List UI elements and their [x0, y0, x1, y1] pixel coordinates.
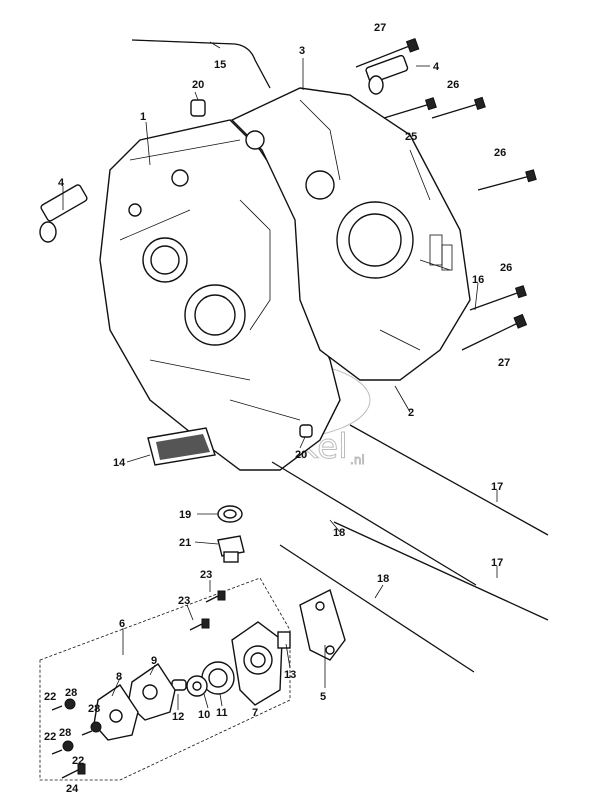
callout-26-low: 26: [500, 262, 512, 274]
callout-20-upper: 20: [192, 79, 204, 91]
dowel-pin-lower: [299, 424, 313, 438]
callout-2: 2: [408, 407, 414, 419]
callout-10: 10: [198, 709, 210, 721]
collar-left: [39, 184, 88, 243]
callout-14: 14: [113, 457, 126, 469]
callout-7: 7: [252, 707, 258, 719]
callout-26-top: 26: [447, 79, 459, 91]
callout-labels: 1 2 3 4 4 5 6 7 8 9 10 11 12 13 14 15 16…: [44, 22, 512, 795]
callout-26-mid: 26: [494, 147, 506, 159]
callout-22-top: 22: [44, 691, 56, 703]
callout-6: 6: [119, 618, 125, 630]
callout-18-upper: 18: [333, 527, 345, 539]
callout-17-lower: 17: [491, 557, 503, 569]
callout-3: 3: [299, 45, 305, 57]
right-crankcase-half: [230, 87, 471, 381]
oil-strainer-screen: [147, 427, 216, 466]
small-screws: [51, 590, 226, 779]
callout-23-lower: 23: [178, 595, 190, 607]
callout-24: 24: [66, 783, 79, 795]
callout-22-mid: 22: [44, 731, 56, 743]
dowel-pin-upper: [190, 99, 206, 117]
callout-25: 25: [405, 131, 417, 143]
callout-27-low: 27: [498, 357, 510, 369]
callout-28-top: 28: [65, 687, 77, 699]
sealing-washer: [217, 505, 243, 523]
left-crankcase-half: [99, 119, 341, 471]
inner-rotor: [186, 675, 208, 697]
callout-17-upper: 17: [491, 481, 503, 493]
watermark-suffix: .nl: [350, 453, 365, 467]
callout-18-lower: 18: [377, 573, 389, 585]
callout-9: 9: [151, 655, 157, 667]
collar-right: [365, 54, 409, 95]
callout-23-upper: 23: [200, 569, 212, 581]
callout-28-right: 28: [88, 703, 100, 715]
callout-15: 15: [214, 59, 226, 71]
studs: [271, 424, 549, 673]
outer-rotor: [201, 661, 235, 695]
drain-plug: [217, 535, 245, 563]
callout-21: 21: [179, 537, 191, 549]
callout-28-mid: 28: [59, 727, 71, 739]
callout-4-right: 4: [433, 61, 440, 73]
callout-19: 19: [179, 509, 191, 521]
callout-5: 5: [320, 691, 326, 703]
callout-16: 16: [472, 274, 484, 286]
callout-12: 12: [172, 711, 184, 723]
oil-pump-body: [231, 621, 291, 706]
pump-cover: [93, 684, 139, 741]
oil-pump-group-bracket: [39, 577, 291, 781]
callout-4-left: 4: [58, 177, 65, 189]
pump-gasket: [127, 663, 176, 721]
callout-1: 1: [140, 111, 146, 123]
callout-8: 8: [116, 671, 122, 683]
pump-cover-gasket: [299, 589, 346, 661]
callout-13: 13: [284, 669, 296, 681]
callout-27-top: 27: [374, 22, 386, 34]
callout-20-lower: 20: [295, 449, 307, 461]
callout-11: 11: [216, 707, 228, 719]
leader-lines: [62, 41, 498, 710]
callout-22-low: 22: [72, 755, 84, 767]
bolts-upper-right: [355, 37, 537, 351]
